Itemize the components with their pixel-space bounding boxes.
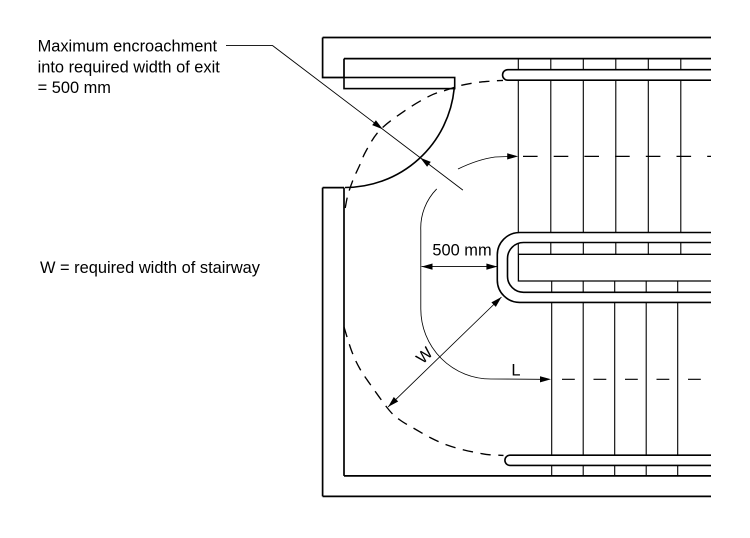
svg-text:L: L — [511, 362, 520, 380]
svg-text:Maximum encroachment: Maximum encroachment — [38, 38, 218, 56]
svg-text:into required width of exit: into required width of exit — [38, 58, 221, 76]
svg-text:= 500 mm: = 500 mm — [38, 79, 111, 97]
svg-text:W = required width of stairway: W = required width of stairway — [40, 259, 261, 277]
svg-text:500 mm: 500 mm — [432, 241, 491, 259]
